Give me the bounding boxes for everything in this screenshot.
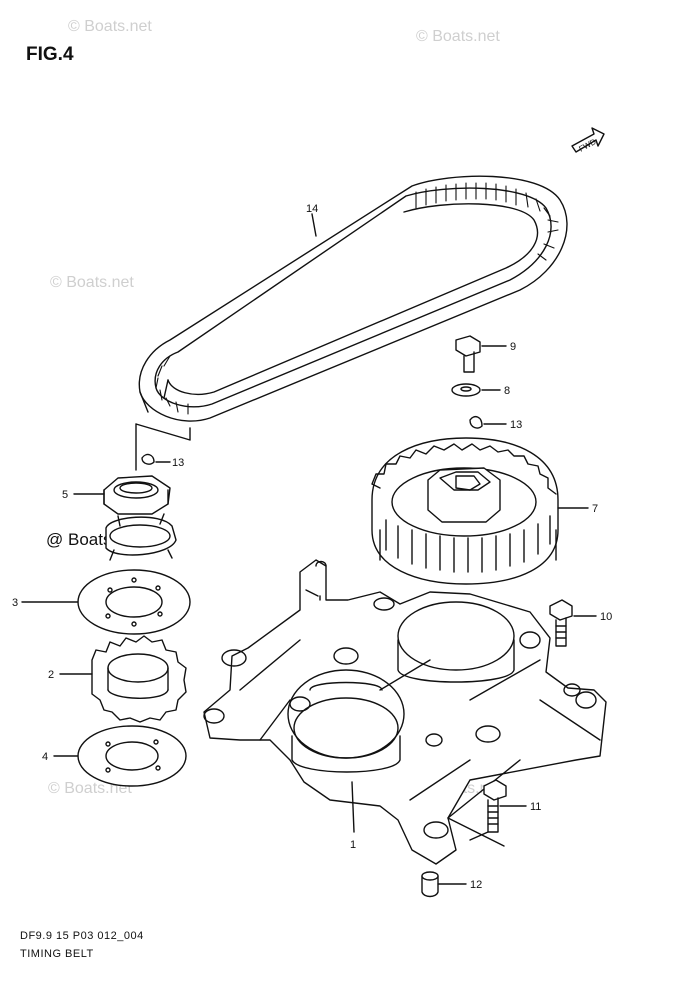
- woodruff-key-left: [141, 453, 155, 465]
- callout-14: 14: [306, 203, 318, 215]
- washer-8: [451, 383, 481, 397]
- tab-washer: [105, 513, 177, 561]
- flange-plate-lower: [77, 725, 187, 787]
- callout-13-left: 13: [172, 457, 184, 469]
- figure-title: FIG.4: [26, 44, 74, 65]
- timing-belt: [138, 175, 568, 422]
- watermark: © Boats.net: [416, 28, 500, 45]
- bolt-9: [455, 335, 481, 373]
- callout-8: 8: [504, 385, 510, 397]
- bolt-11: [483, 779, 507, 833]
- diagram-name: TIMING BELT: [20, 948, 94, 960]
- callout-7: 7: [592, 503, 598, 515]
- bolt-10: [549, 599, 573, 647]
- cam-pulley: [371, 437, 559, 585]
- callout-5: 5: [62, 489, 68, 501]
- watermark: © Boats.net: [50, 274, 134, 291]
- fwd-arrow-icon: FWD: [571, 127, 605, 154]
- timing-belt-bracket: [203, 559, 607, 865]
- crank-sprocket: [91, 635, 187, 723]
- callout-4: 4: [42, 751, 48, 763]
- callout-10: 10: [600, 611, 612, 623]
- callout-13-right: 13: [510, 419, 522, 431]
- callout-9: 9: [510, 341, 516, 353]
- callout-1: 1: [350, 839, 356, 851]
- woodruff-key-right: [469, 415, 483, 429]
- flange-plate-upper: [77, 569, 191, 635]
- callout-2: 2: [48, 669, 54, 681]
- dowel-pin-12: [421, 871, 439, 898]
- hex-nut: [103, 475, 171, 515]
- callout-12: 12: [470, 879, 482, 891]
- callout-11: 11: [530, 801, 541, 813]
- callout-3: 3: [12, 597, 18, 609]
- diagram-code: DF9.9 15 P03 012_004: [20, 930, 144, 942]
- watermark: © Boats.net: [68, 18, 152, 35]
